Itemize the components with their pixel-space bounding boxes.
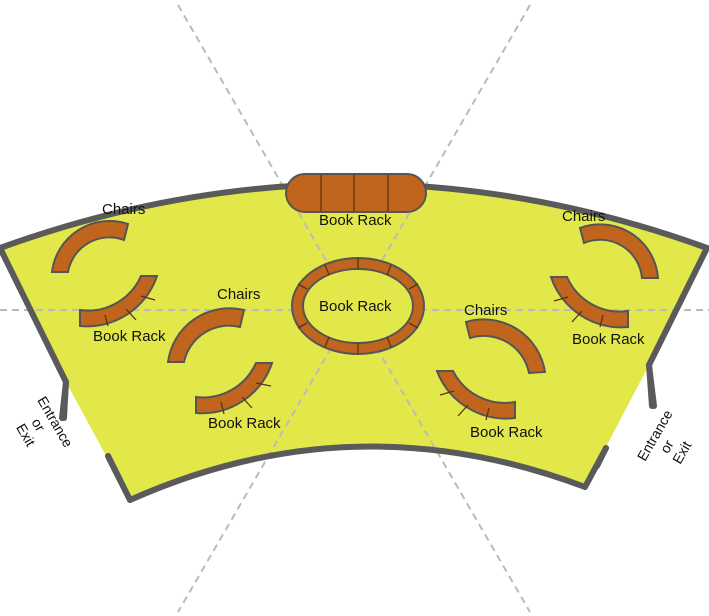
right-wall-upper (646, 245, 709, 368)
label-book-rack-center: Book Rack (319, 298, 392, 315)
entrance-exit-right: Entrance or Exit (634, 407, 695, 467)
left-door-post (61, 379, 69, 421)
book-rack-center-left (195, 362, 274, 415)
label-book-rack-top: Book Rack (319, 212, 392, 229)
entrance-right-line3: Exit (669, 438, 695, 466)
label-book-rack-left: Book Rack (93, 328, 166, 345)
book-rack-top-body (285, 173, 427, 213)
book-rack-right (549, 276, 629, 329)
label-chairs-center-right: Chairs (464, 302, 507, 319)
label-book-rack-right: Book Rack (572, 331, 645, 348)
chairs-right (578, 223, 660, 279)
left-wall-upper (0, 245, 69, 385)
door-jambs (61, 362, 655, 483)
label-chairs-left: Chairs (102, 201, 145, 218)
bottom-wall (127, 443, 588, 503)
right-door-sill (594, 445, 609, 469)
book-rack-center-right (435, 370, 516, 421)
chairs-left (50, 220, 130, 273)
label-chairs-center-left: Chairs (217, 286, 260, 303)
right-door-post (646, 362, 655, 409)
label-book-rack-center-right: Book Rack (470, 424, 543, 441)
chairs-center-right (464, 318, 547, 375)
label-chairs-right: Chairs (562, 208, 605, 225)
label-book-rack-center-left: Book Rack (208, 415, 281, 432)
book-rack-center-dividers (297, 258, 419, 354)
left-door-sill (105, 453, 123, 483)
book-rack-center (291, 257, 425, 355)
chairs-center-left (166, 307, 246, 363)
book-rack-top (285, 173, 427, 213)
book-rack-left (79, 275, 159, 328)
